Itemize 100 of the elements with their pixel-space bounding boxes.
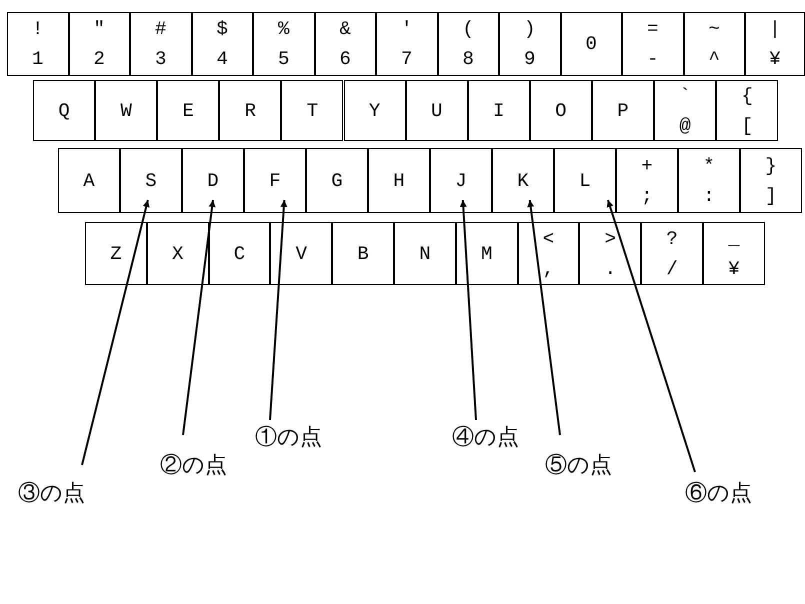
keyboard-key — [716, 80, 778, 141]
key-legend: ` — [679, 80, 691, 110]
key-legend: + — [641, 150, 653, 180]
keyboard-key — [120, 148, 182, 213]
leader-arrow — [606, 200, 696, 472]
keyboard-key — [492, 148, 554, 213]
keyboard-key — [518, 222, 580, 285]
keyboard-key — [244, 148, 306, 213]
keyboard-key — [678, 148, 740, 213]
keyboard-key — [530, 80, 592, 141]
key-legend: O — [555, 96, 567, 126]
leader-arrow — [182, 200, 216, 436]
keyboard-key — [622, 12, 684, 76]
key-legend: Z — [110, 238, 122, 268]
keyboard-key — [745, 12, 805, 76]
keyboard-key — [68, 12, 130, 76]
key-legend: Q — [58, 96, 70, 126]
keyboard-key — [592, 80, 654, 141]
key-legend: < — [542, 224, 554, 254]
keyboard-key — [253, 12, 314, 76]
key-legend: K — [517, 166, 529, 196]
key-legend: " — [94, 14, 105, 44]
leader-arrow — [81, 200, 150, 466]
keyboard-key — [130, 12, 192, 76]
key-legend: ] — [765, 180, 777, 210]
key-legend: ¥ — [769, 44, 781, 74]
key-legend: X — [172, 238, 184, 268]
key-legend: S — [145, 166, 157, 196]
key-legend: - — [647, 44, 658, 74]
key-legend: I — [493, 96, 504, 126]
key-legend: ~ — [708, 14, 720, 44]
point-label: ①の点 — [255, 422, 322, 452]
keyboard-key — [95, 80, 158, 141]
keyboard-key — [616, 148, 678, 213]
key-legend: | — [769, 14, 781, 44]
key-legend: 9 — [524, 44, 536, 74]
key-legend: 0 — [586, 29, 597, 59]
keyboard-key — [560, 12, 622, 76]
keyboard-key — [332, 222, 394, 285]
key-legend: } — [765, 150, 777, 180]
key-legend: L — [579, 166, 591, 196]
keyboard-key — [499, 12, 560, 76]
keyboard-key — [157, 80, 220, 141]
keyboard-key — [740, 148, 802, 213]
keyboard-key — [376, 12, 438, 76]
key-legend: J — [455, 166, 467, 196]
key-legend: ( — [462, 14, 474, 44]
key-legend: & — [340, 14, 351, 44]
key-legend: B — [357, 238, 369, 268]
keyboard-key — [654, 80, 716, 141]
key-legend: ! — [32, 14, 44, 44]
key-legend: ; — [641, 180, 653, 210]
key-legend: D — [207, 166, 219, 196]
key-legend: 4 — [216, 44, 228, 74]
key-legend: 3 — [155, 44, 166, 74]
keyboard-key — [554, 148, 616, 213]
keyboard-key — [306, 148, 368, 213]
key-legend: 5 — [278, 44, 290, 74]
keyboard-key — [406, 80, 468, 141]
key-legend: % — [278, 14, 290, 44]
leader-arrow — [460, 200, 477, 420]
keyboard-key — [192, 12, 253, 76]
keyboard-key — [684, 12, 745, 76]
key-legend: R — [244, 96, 256, 126]
key-legend: : — [703, 180, 715, 210]
keyboard-key — [579, 222, 642, 285]
keyboard-key — [7, 12, 68, 76]
key-legend: > — [604, 224, 616, 254]
keyboard-key — [430, 148, 492, 213]
keyboard-key — [394, 222, 456, 285]
keyboard-key — [182, 148, 244, 213]
key-legend: # — [155, 14, 166, 44]
leader-arrow — [527, 200, 561, 436]
key-legend: 8 — [462, 44, 474, 74]
key-legend: { — [741, 80, 753, 110]
key-legend: ' — [401, 14, 412, 44]
keyboard-key — [438, 12, 499, 76]
key-legend: P — [617, 96, 629, 126]
key-legend: ^ — [708, 44, 720, 74]
key-legend: E — [182, 96, 194, 126]
key-legend: , — [542, 254, 554, 284]
key-legend: . — [604, 254, 616, 284]
key-legend: 2 — [94, 44, 105, 74]
keyboard-key — [85, 222, 147, 285]
key-legend: M — [480, 238, 492, 268]
key-legend: T — [306, 96, 318, 126]
keyboard-key — [456, 222, 518, 285]
key-legend: 7 — [401, 44, 412, 74]
key-legend: ? — [666, 224, 678, 254]
key-legend: V — [296, 238, 307, 268]
keyboard-key — [58, 148, 120, 213]
point-label: ③の点 — [18, 478, 85, 508]
key-legend: * — [703, 150, 715, 180]
key-legend: 1 — [32, 44, 44, 74]
point-label: ②の点 — [160, 450, 227, 480]
leader-arrow — [269, 200, 288, 420]
key-legend: @ — [679, 110, 691, 140]
keyboard-key — [344, 80, 406, 141]
key-legend: F — [269, 166, 281, 196]
key-legend: U — [430, 96, 442, 126]
